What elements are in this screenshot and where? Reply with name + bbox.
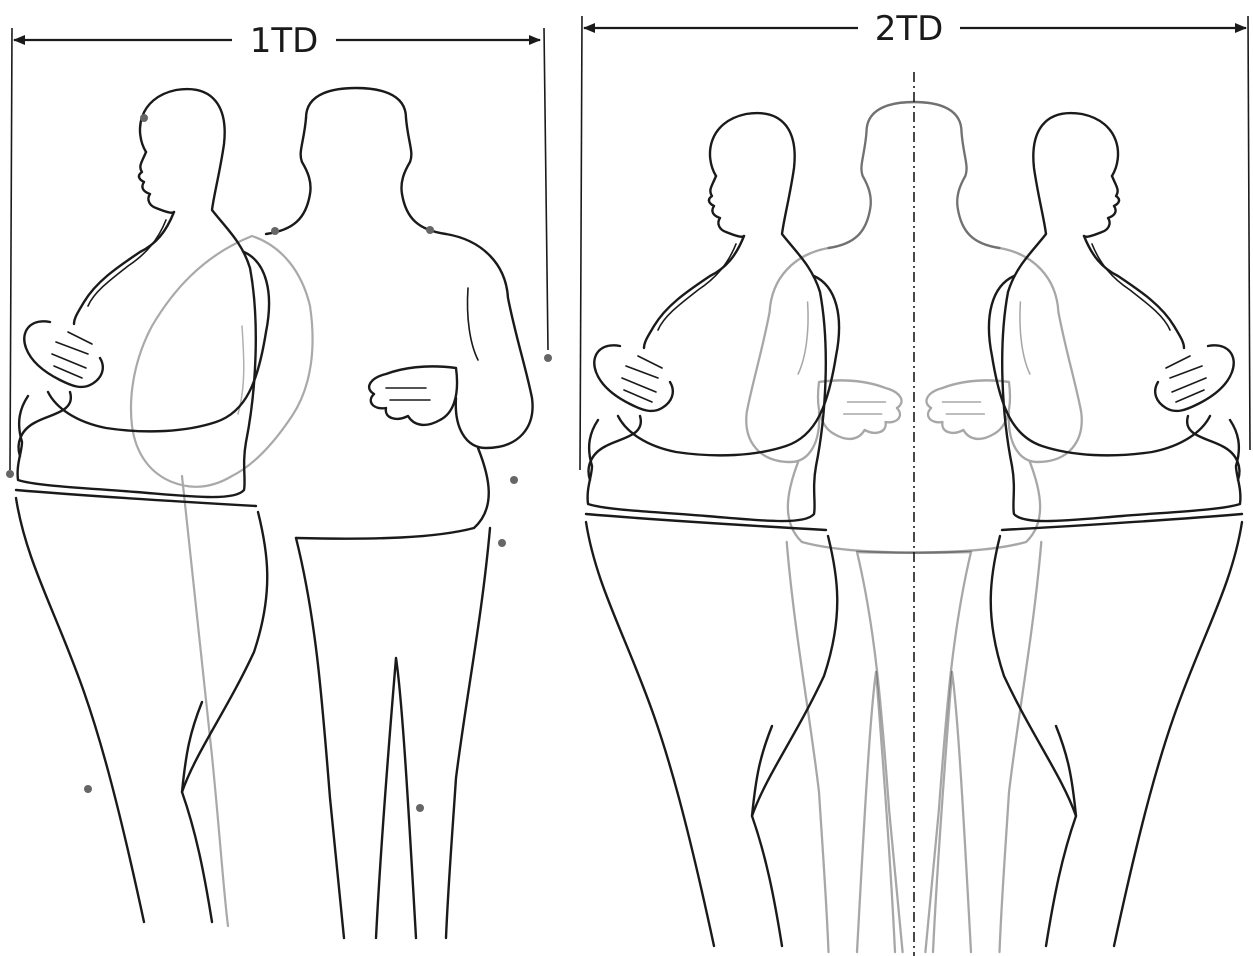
ghost-side-figure: [131, 236, 313, 926]
landmark-dot: [6, 470, 14, 478]
front-body-figure: [266, 88, 533, 938]
side-body-figure-right: [989, 113, 1242, 946]
dimension-label-2td: 2TD: [875, 9, 944, 49]
extension-line-left: [10, 28, 12, 470]
panel-2td: 2TD: [580, 6, 1250, 956]
landmark-dot: [84, 785, 92, 793]
landmark-dot: [426, 226, 434, 234]
extension-line-right: [544, 28, 548, 350]
dimension-label-1td: 1TD: [250, 21, 319, 61]
landmark-dots: [6, 114, 552, 812]
side-body-figure-left: [586, 113, 839, 946]
landmark-dot: [498, 539, 506, 547]
extension-line-left: [580, 16, 582, 470]
side-body-figure: [16, 89, 269, 922]
panel-1td: 1TD: [6, 18, 552, 938]
landmark-dot: [510, 476, 518, 484]
landmark-dot: [416, 804, 424, 812]
landmark-dot: [271, 227, 279, 235]
landmark-dot: [544, 354, 552, 362]
landmark-dot: [140, 114, 148, 122]
extension-line-right: [1248, 16, 1250, 450]
